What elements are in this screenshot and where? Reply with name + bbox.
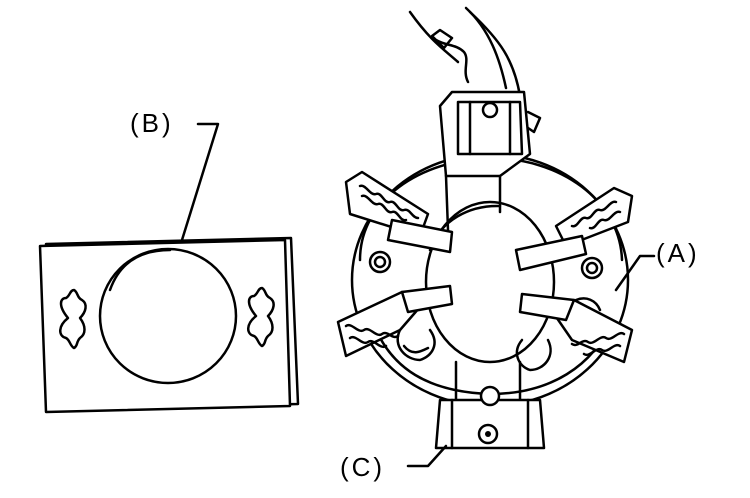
spring-housing-upper-right [514,186,634,272]
brush-holder-a [336,6,634,450]
terminal-c [434,360,546,450]
spring-housing-upper-left [344,170,454,254]
gasket-plate-b [38,236,300,414]
leader-line-b [180,122,220,242]
callout-label-a: (A) [656,238,700,268]
callout-label-b: (B) [130,108,174,138]
spring-housing-lower-left [336,284,454,362]
leader-line-c [406,444,448,468]
callout-label-c: (C) [340,452,386,482]
leader-line-a [614,254,656,292]
spring-housing-lower-right [515,292,634,372]
